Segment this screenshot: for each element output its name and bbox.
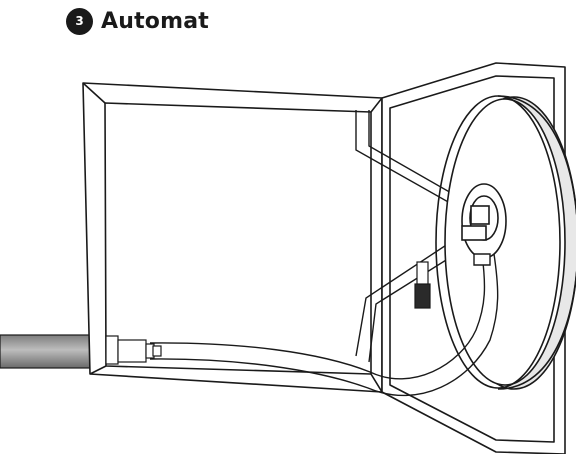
supply-pipe (0, 334, 105, 369)
step-number: 3 (75, 14, 84, 28)
hose-reel (435, 95, 576, 390)
step-header: 3 Automat (66, 6, 209, 36)
step-number-badge: 3 (66, 7, 93, 35)
hose-nozzle (414, 261, 431, 309)
step-title: Automat (101, 8, 210, 34)
valve-coupling (105, 335, 162, 365)
hose (149, 253, 499, 397)
